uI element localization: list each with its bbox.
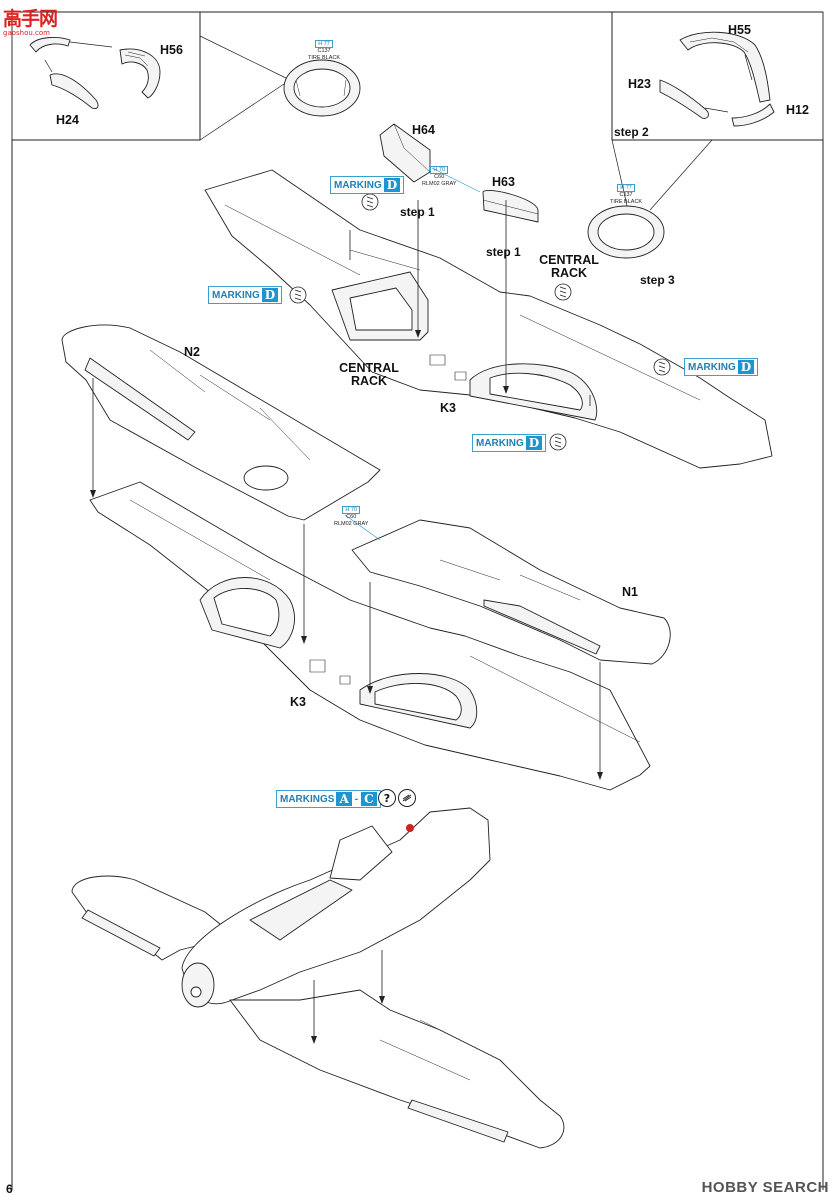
marking-letter-a: A (336, 792, 352, 806)
watermark-top: 高手网 gaoshou.com (3, 4, 58, 37)
part-label-h63: H63 (492, 175, 515, 189)
paint-code: H 70 (342, 506, 361, 515)
callout-lines (199, 35, 713, 211)
step-label-2: step 2 (614, 125, 649, 139)
part-label-h12: H12 (786, 103, 809, 117)
frame-border (11, 11, 824, 1190)
marking-label: MARKING (688, 361, 736, 373)
paint-callout-tire-1: H 77 C137 TIRE BLACK (308, 40, 340, 61)
part-h55-drawing (679, 31, 771, 103)
step-label-3: step 3 (640, 273, 675, 287)
part-label-n2: N2 (184, 345, 200, 359)
part-h24b-drawing (29, 37, 71, 53)
part-label-n1: N1 (622, 585, 638, 599)
paint-name: TIRE BLACK (308, 54, 341, 61)
paint-name: RLM02 GRAY (422, 180, 457, 187)
part-label-h56: H56 (160, 43, 183, 57)
part-label-h55: H55 (728, 23, 751, 37)
watermark-chinese: 高手网 (3, 8, 58, 30)
paint-ref: C137 (317, 48, 331, 55)
wheel-well-right-drawing (587, 205, 665, 259)
paint-callout-gray-2: H 70 C60 RLM02 GRAY (334, 506, 368, 527)
slash-circle-icon (398, 789, 416, 807)
assembly-arrows (92, 167, 601, 1040)
question-mark-icon: ? (378, 789, 396, 807)
step-label-1b: step 1 (486, 245, 521, 259)
paint-name: TIRE BLACK (610, 198, 643, 205)
watermark-bottom: HOBBY SEARCH (701, 1179, 829, 1196)
drill-hole-icon (289, 193, 671, 451)
aircraft-bottom-drawing (71, 807, 565, 1149)
central-rack-label-left: CENTRAL RACK (334, 362, 404, 387)
paint-code: H 77 (315, 40, 333, 49)
paint-code: H 70 (430, 166, 449, 175)
marking-d-badge-3: MARKING D (684, 358, 759, 376)
part-h63-drawing (482, 190, 539, 223)
marking-separator: - (354, 793, 359, 805)
markings-a-c-badge: MARKINGS A - C (276, 790, 381, 808)
marking-letter: D (261, 288, 279, 302)
part-h56-drawing (119, 48, 161, 99)
part-h24-drawing (49, 73, 99, 109)
part-h23-drawing (659, 79, 709, 119)
page-number: 6 (6, 1182, 13, 1196)
marking-d-badge-1: MARKING D (330, 176, 405, 194)
part-label-h23: H23 (628, 77, 651, 91)
wing-lower-upper-drawing (204, 169, 773, 469)
marking-letter: D (737, 360, 755, 374)
marking-d-badge-2: MARKING D (208, 286, 283, 304)
paint-callout-gray-1: H 70 C60 RLM02 GRAY (422, 166, 456, 187)
marking-label: MARKINGS (280, 793, 335, 805)
marking-label: MARKING (334, 179, 382, 191)
marking-d-badge-4: MARKING D (472, 434, 547, 452)
paint-ref: C60 (346, 514, 357, 521)
part-label-h64: H64 (412, 123, 435, 137)
wing-assembly-middle-drawing (89, 481, 671, 791)
marking-letter-c: C (361, 792, 377, 806)
step-label-1a: step 1 (400, 205, 435, 219)
paint-callout-tire-2: H 77 C137 TIRE BLACK (610, 184, 642, 205)
central-rack-label-right: CENTRAL RACK (536, 254, 602, 279)
marking-label: MARKING (212, 289, 260, 301)
part-label-k3-middle: K3 (290, 695, 306, 709)
wheel-well-left-drawing (283, 59, 361, 117)
central-rack-line1: CENTRAL (339, 361, 399, 375)
central-rack-line2: RACK (550, 265, 588, 280)
paint-code: H 77 (617, 184, 635, 193)
arrowheads (90, 330, 603, 1044)
paint-name: RLM02 GRAY (334, 520, 369, 527)
wing-upper-n2-drawing (61, 324, 381, 521)
paint-ref: C137 (619, 192, 633, 199)
paint-ref: C60 (434, 174, 445, 181)
watermark-url: gaoshou.com (3, 29, 50, 37)
marking-letter: D (525, 436, 543, 450)
marking-letter: D (383, 178, 401, 192)
central-rack-line1: CENTRAL (539, 253, 599, 267)
marking-label: MARKING (476, 437, 524, 449)
part-label-k3-top: K3 (440, 401, 456, 415)
part-label-h24: H24 (56, 113, 79, 127)
central-rack-line2: RACK (350, 373, 388, 388)
part-h64-drawing (379, 123, 431, 183)
part-h12-drawing (731, 103, 775, 127)
inset-right-border (611, 11, 824, 141)
